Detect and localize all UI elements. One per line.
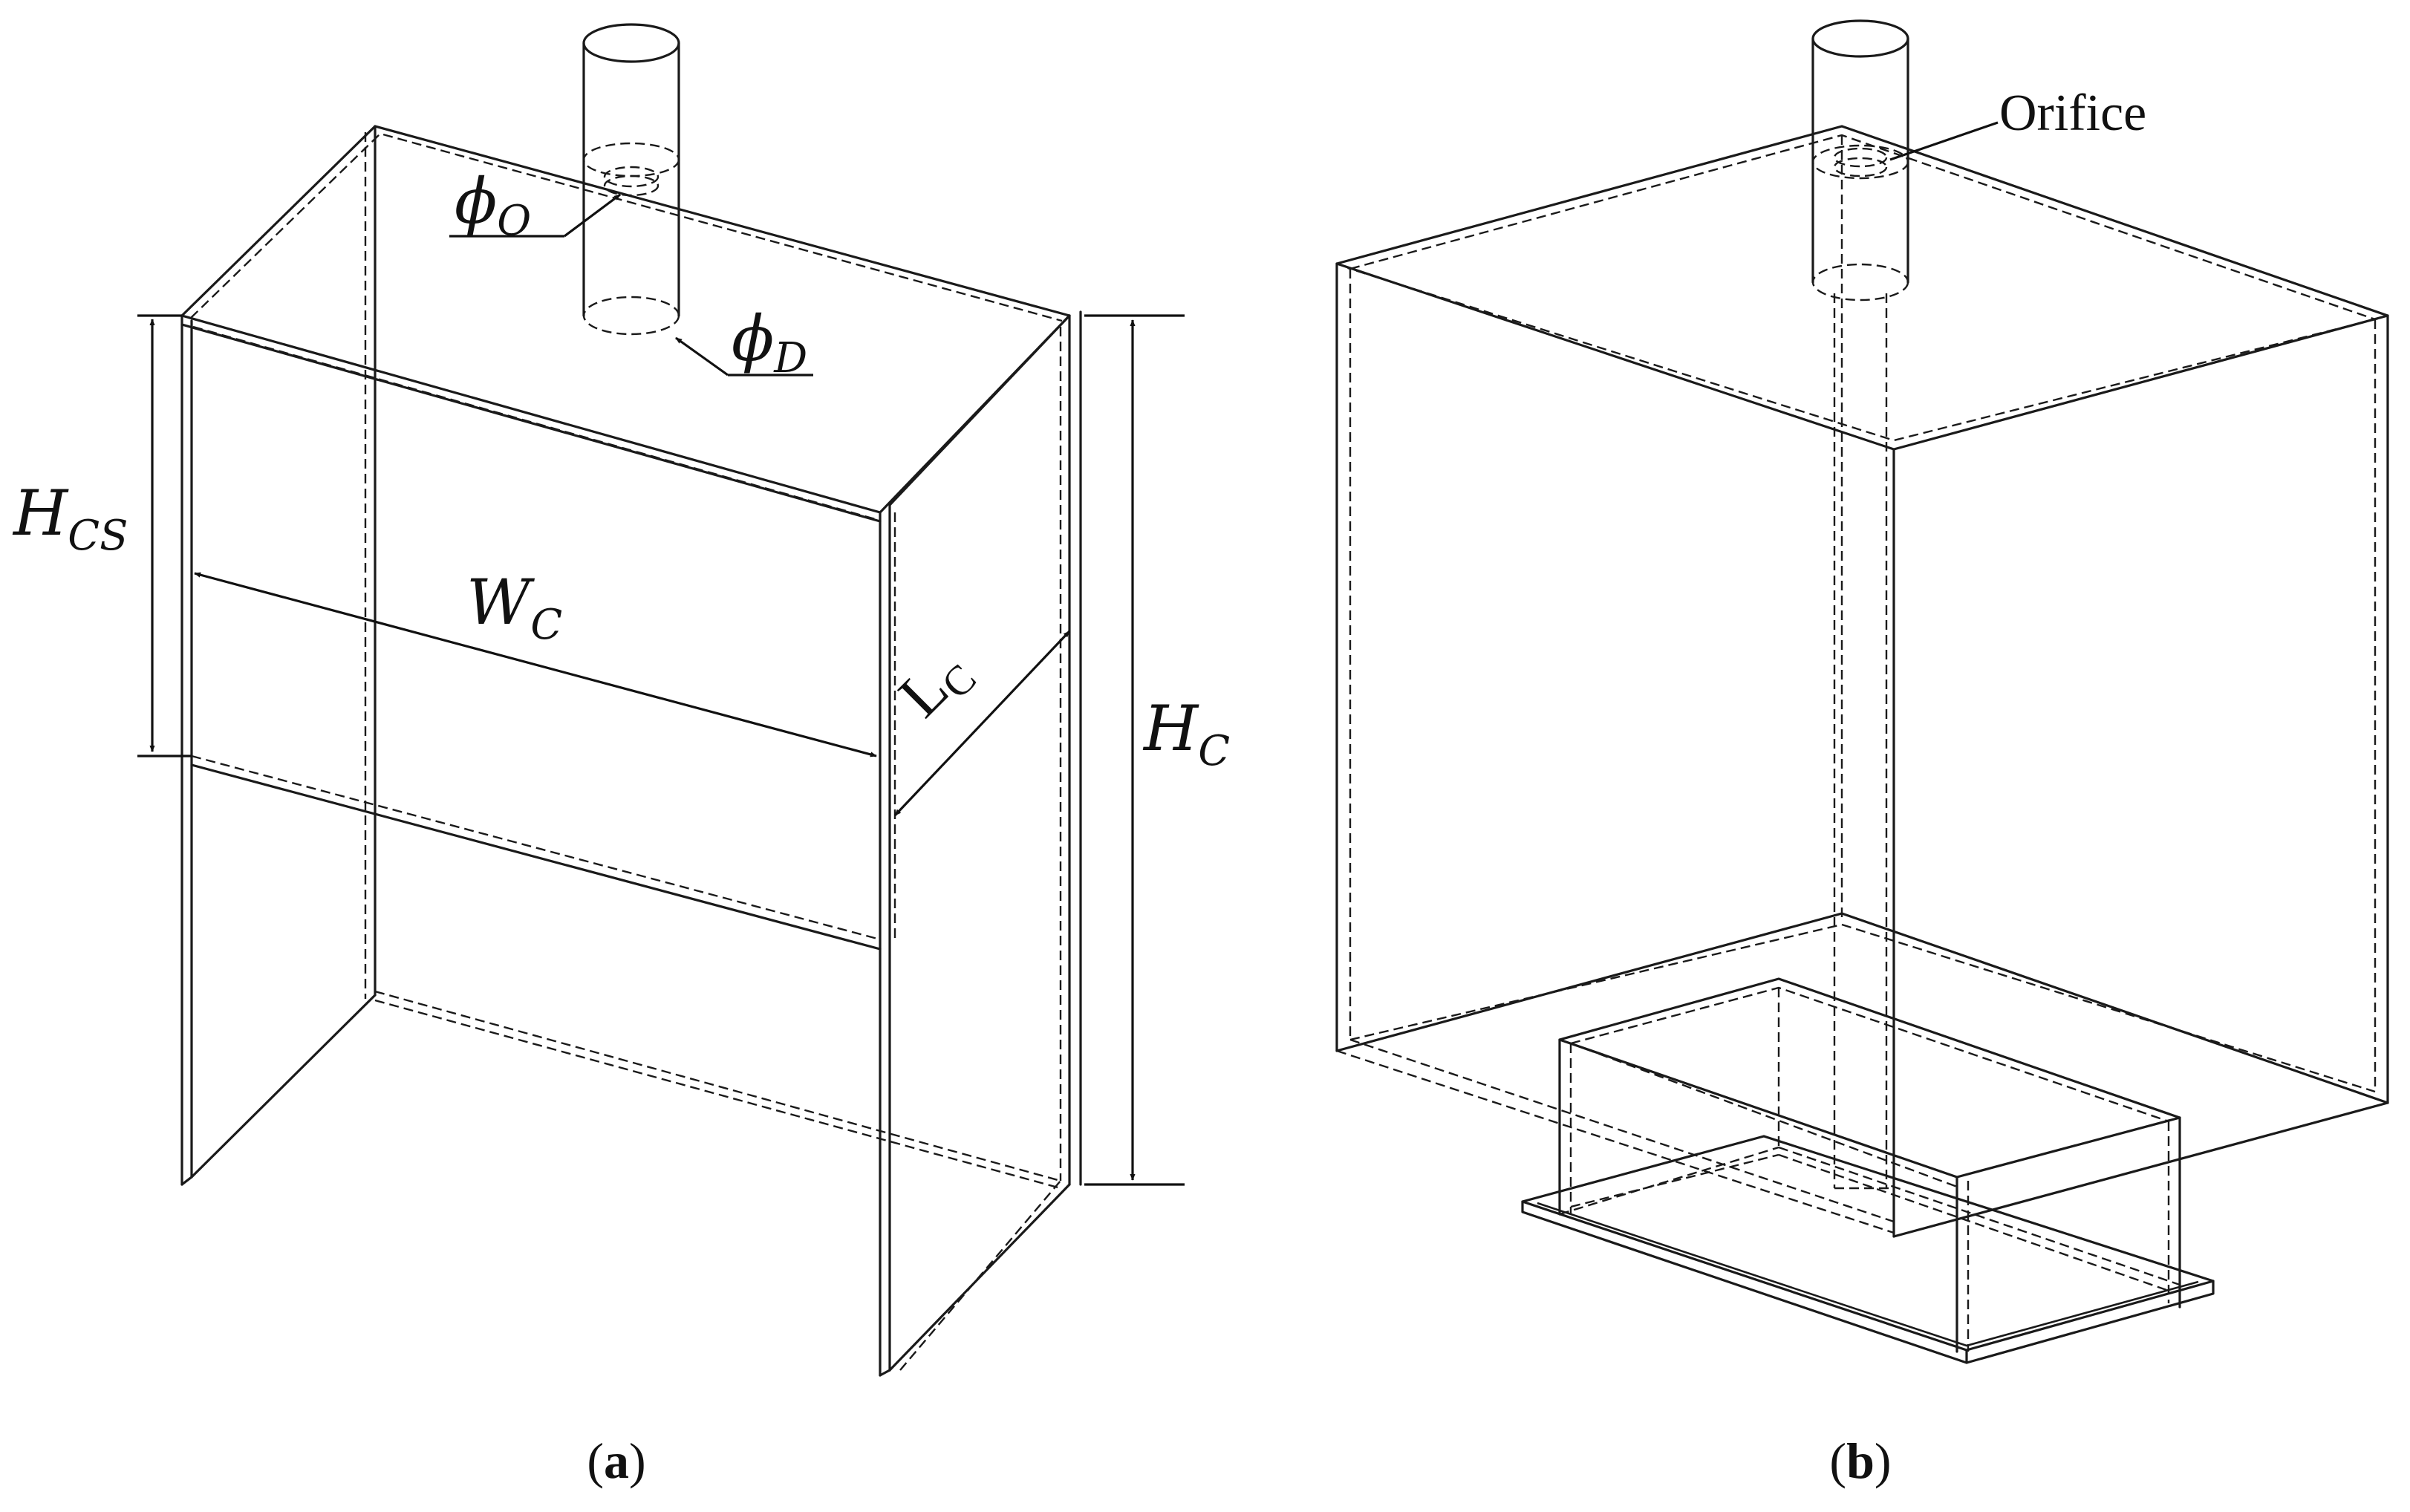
chamber-frame-a bbox=[180, 125, 1082, 1377]
inlet-pipe-b bbox=[1811, 19, 1909, 1190]
h-cs-label: HCS bbox=[12, 477, 128, 560]
h-c-dimension bbox=[1084, 314, 1185, 1186]
h-c-label: HC bbox=[1142, 692, 1230, 775]
l-c-dimension bbox=[893, 630, 1071, 817]
caption-a: (a) bbox=[587, 1433, 645, 1489]
inlet-pipe-a bbox=[582, 23, 680, 336]
panel-a-diagram: ϕO ϕD HCS WC LC HC (a) bbox=[12, 23, 1230, 1489]
panel-b-diagram: Orifice (b) bbox=[1335, 19, 2389, 1489]
phi-o-arrow bbox=[564, 193, 621, 238]
bottom-skirt-b bbox=[1558, 977, 2181, 1353]
orifice-leader bbox=[1889, 121, 1999, 161]
h-cs-dimension bbox=[137, 314, 192, 757]
l-c-label: LC bbox=[886, 635, 986, 734]
phi-d-label: ϕD bbox=[732, 302, 807, 382]
w-c-dimension bbox=[194, 572, 877, 757]
base-plate-b bbox=[1521, 1135, 2215, 1364]
phi-d-arrow bbox=[675, 336, 729, 377]
w-c-label: WC bbox=[466, 566, 562, 649]
chamber-box-b bbox=[1335, 125, 2389, 1238]
caption-b: (b) bbox=[1829, 1433, 1891, 1489]
orifice-label: Orifice bbox=[1999, 85, 2146, 142]
phi-o-label: ϕO bbox=[455, 165, 531, 245]
